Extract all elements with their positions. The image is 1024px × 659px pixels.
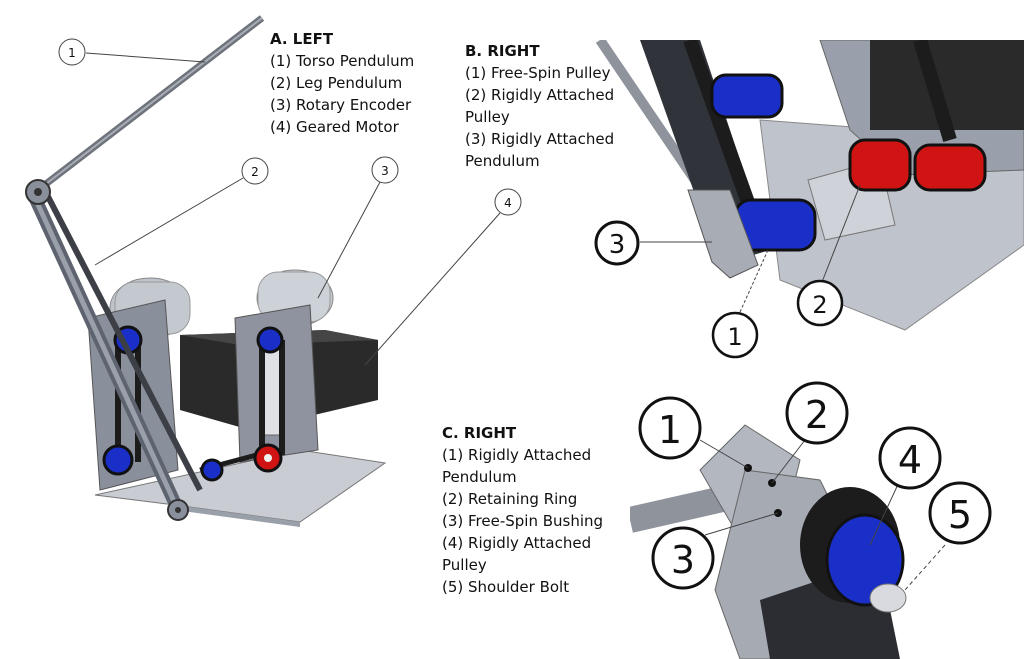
b-belt-right: [913, 40, 957, 143]
pendulum-pivot-top-hub: [34, 188, 42, 196]
legend-a-item-3: (3) Rotary Encoder: [270, 96, 412, 114]
leader-line-a2: [94, 177, 244, 266]
pulley-blue-left-bottom: [102, 444, 134, 476]
legend-c-item-2: (2) Retaining Ring: [442, 490, 578, 508]
callout-c2-label: 2: [805, 393, 829, 437]
legend-a-item-1: (1) Torso Pendulum: [270, 52, 415, 70]
callout-c5-circle: [928, 481, 992, 545]
leader-line-c5: [904, 544, 946, 591]
panel-b-callouts: 3 1 2: [594, 184, 861, 359]
callout-b3-circle: [594, 220, 640, 266]
callout-c4-circle: [878, 426, 942, 490]
pendulum-pivot-bottom-hub: [175, 507, 181, 513]
b-pulley-red-left: [848, 138, 912, 192]
legend-b-item-2: (2) Rigidly Attached: [465, 86, 615, 104]
b-pendulum-block: [687, 189, 759, 279]
legend-b-item-3-cont: Pendulum: [465, 152, 540, 170]
leader-line-c1: [699, 439, 749, 469]
legend-panel-c: C. RIGHT (1) Rigidly Attached Pendulum (…: [442, 422, 632, 598]
legend-c-item-1: (1) Rigidly Attached: [442, 446, 592, 464]
callout-c1-circle: [638, 396, 702, 460]
leader-line-c2: [771, 439, 806, 484]
callout-c4-label: 4: [898, 438, 922, 482]
legend-b-heading: B. RIGHT: [465, 42, 540, 60]
callout-a3-circle: [371, 156, 399, 184]
pulley-blue-right-top: [256, 326, 284, 354]
callout-c1-label: 1: [658, 408, 682, 452]
leader-line-b1: [739, 249, 769, 313]
torso-pendulum-rod-highlight: [37, 17, 263, 191]
legend-a-item-4: (4) Geared Motor: [270, 118, 399, 136]
legend-c-item-5: (5) Shoulder Bolt: [442, 578, 570, 596]
legend-b-item-1: (1) Free-Spin Pulley: [465, 64, 611, 82]
callout-a4-label: 4: [504, 196, 512, 210]
callout-a1-circle: [58, 38, 86, 66]
callout-b2-label: 2: [812, 291, 827, 319]
closeup-b-view: [595, 40, 1024, 331]
callout-b1-circle: [711, 311, 759, 359]
leader-line-c3: [704, 512, 779, 536]
leader-line-a1: [85, 52, 206, 63]
legend-b-item-2-cont: Pulley: [465, 108, 510, 126]
callout-a1-label: 1: [68, 46, 76, 60]
leader-line-c4: [869, 479, 901, 546]
leader-line-a4: [364, 212, 501, 366]
callout-a4-circle: [494, 188, 522, 216]
c-pulley-blue: [825, 513, 905, 607]
legend-c-item-3: (3) Free-Spin Bushing: [442, 512, 604, 530]
pulley-red-hub: [264, 454, 272, 462]
pulley-blue-base: [200, 458, 224, 482]
c-shoulder-bolt: [869, 583, 907, 613]
assembly-left-view: [25, 15, 387, 527]
legend-c-item-4-cont: Pulley: [442, 556, 487, 574]
legend-a-heading: A. LEFT: [270, 30, 334, 48]
leader-line-a3: [317, 181, 381, 299]
callout-c3-circle: [651, 526, 715, 590]
legend-a-item-2: (2) Leg Pendulum: [270, 74, 403, 92]
callout-a3-label: 3: [381, 164, 389, 178]
callout-b2-circle: [796, 279, 844, 327]
legend-c-heading: C. RIGHT: [442, 424, 517, 442]
panel-c-callouts: 1 2 3 4 5: [638, 381, 992, 591]
callout-a2-circle: [241, 157, 269, 185]
leader-line-b2: [821, 184, 861, 283]
callout-a2-label: 2: [251, 165, 259, 179]
legend-panel-b: B. RIGHT (1) Free-Spin Pulley (2) Rigidl…: [465, 40, 635, 172]
closeup-c-view: [630, 424, 907, 659]
legend-b-item-3: (3) Rigidly Attached: [465, 130, 615, 148]
legend-panel-a: A. LEFT (1) Torso Pendulum (2) Leg Pendu…: [270, 28, 445, 138]
base-plate-edge: [175, 505, 300, 527]
leg-pendulum-rod-highlight: [32, 196, 181, 512]
pendulum-link: [39, 183, 203, 492]
callout-c2-circle: [785, 381, 849, 445]
b-pulley-red-right: [913, 143, 987, 192]
legend-c-item-4: (4) Rigidly Attached: [442, 534, 592, 552]
callout-b3-label: 3: [609, 230, 626, 260]
callout-c5-label: 5: [948, 493, 972, 537]
b-pulley-blue-top: [710, 73, 784, 119]
callout-c3-label: 3: [671, 538, 695, 582]
callout-b1-label: 1: [727, 323, 742, 351]
panel-a-callouts: 1 2 3 4: [58, 38, 522, 366]
legend-c-item-1-cont: Pendulum: [442, 468, 517, 486]
